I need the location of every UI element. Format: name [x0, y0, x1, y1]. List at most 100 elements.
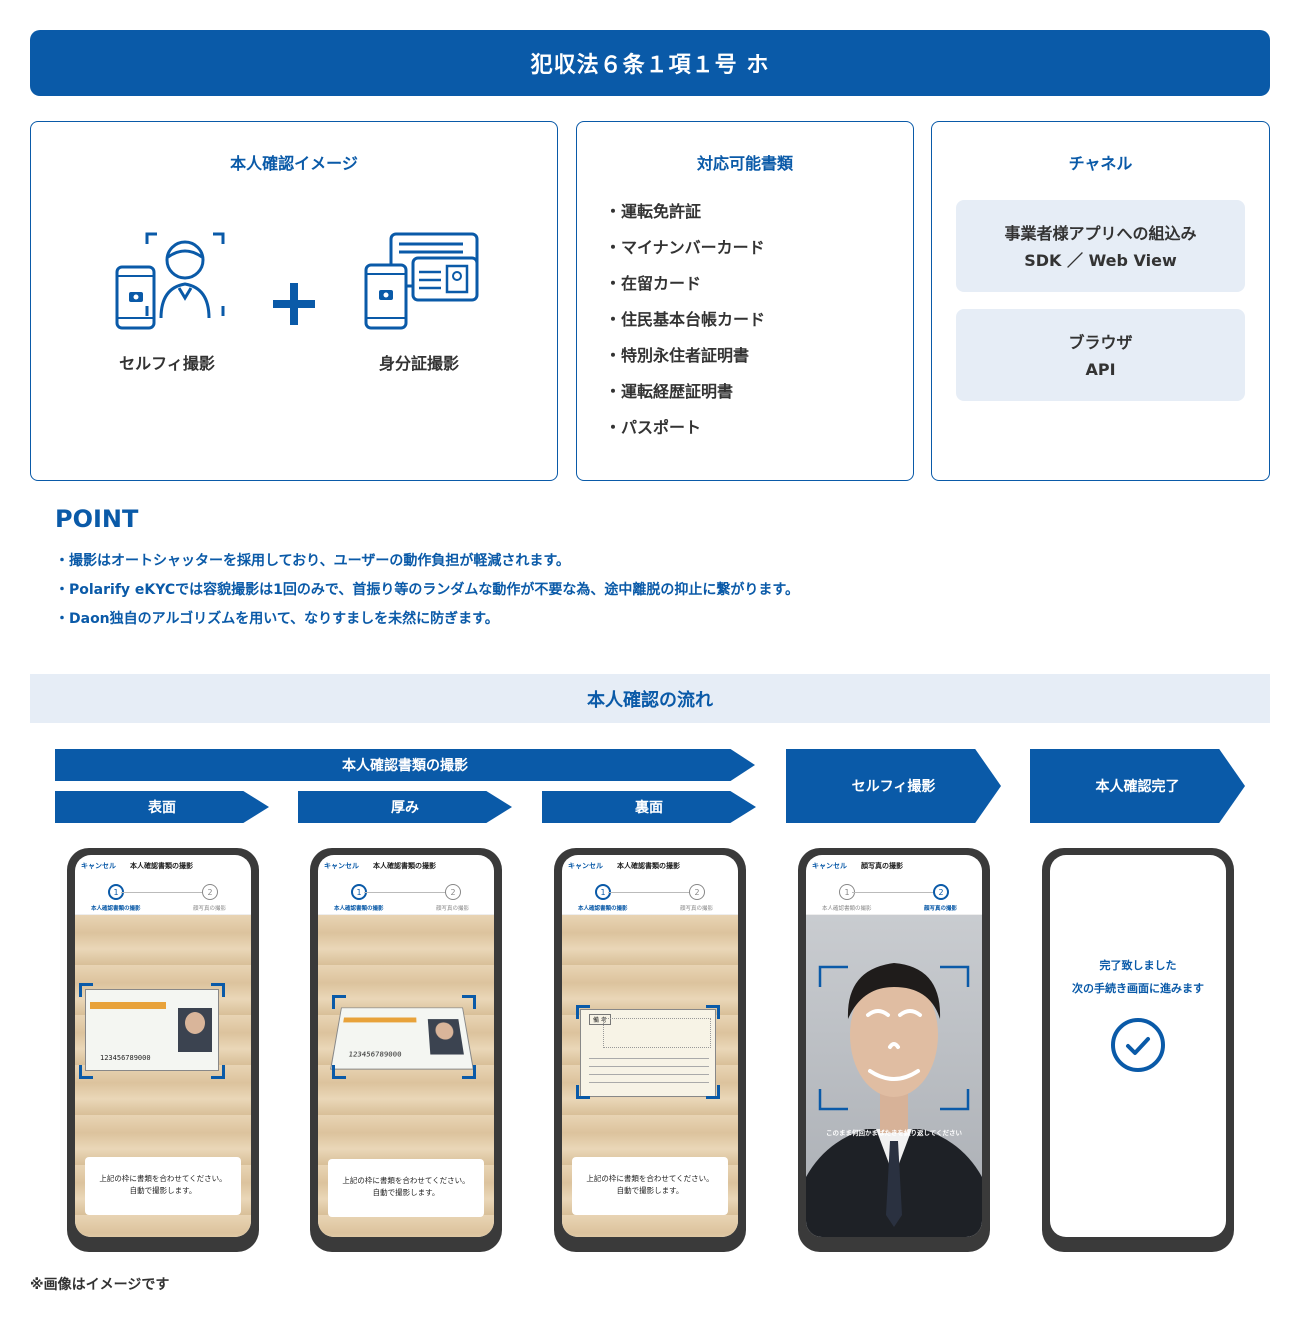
screen-header: キャンセル 本人確認書類の撮影	[75, 855, 251, 877]
browser-channel-line1: ブラウザ	[1068, 333, 1133, 352]
step-indicator: 1 2 本人確認書類の撮影 顔写真の撮影	[562, 877, 738, 915]
blink-instruction: このまま何回かまばたきを繰り返してください	[825, 1129, 963, 1137]
step-1-label: 本人確認書類の撮影	[91, 906, 141, 912]
flow-step-label: 厚み	[391, 800, 419, 816]
license-card-tilted: 123456789000	[330, 1007, 474, 1070]
step-2-label: 顔写真の撮影	[436, 906, 470, 912]
list-item: ・運転免許証	[605, 202, 702, 221]
point-title: POINT	[55, 505, 139, 533]
frame-corner	[706, 1005, 720, 1019]
flow-step-complete: 本人確認完了	[1030, 749, 1245, 823]
app-channel-line1: 事業者様アプリへの組込み	[1004, 224, 1197, 243]
phone-screen: 完了致しました 次の手続き画面に進みます	[1050, 855, 1226, 1237]
cancel-link[interactable]: キャンセル	[812, 862, 847, 870]
step-2-label: 顔写真の撮影	[193, 906, 227, 912]
step-indicator: 1 2 本人確認書類の撮影 顔写真の撮影	[318, 877, 494, 915]
screen-title: 本人確認書類の撮影	[373, 862, 436, 870]
step-2-label: 顔写真の撮影	[680, 906, 714, 912]
screen-title: 顔写真の撮影	[861, 862, 903, 870]
flow-step-label: 表面	[148, 800, 176, 816]
guide-line1: 上記の枠に書類を合わせてください。	[342, 1176, 470, 1185]
license-card: 123456789000	[85, 989, 219, 1071]
flow-step-doc-capture: 本人確認書類の撮影	[55, 749, 755, 781]
panel-title: 対応可能書類	[696, 154, 793, 173]
frame-corner	[706, 1085, 720, 1099]
section-header: 犯収法６条１項１号 ホ	[30, 30, 1270, 96]
frame-corner	[332, 995, 346, 1009]
phone-back: キャンセル 本人確認書類の撮影 1 2 本人確認書類の撮影 顔写真の撮影 備 考	[554, 848, 746, 1252]
step-1-label: 本人確認書類の撮影	[578, 906, 628, 912]
phone-selfie: キャンセル 顔写真の撮影 1 2 本人確認書類の撮影 顔写真の撮影	[798, 848, 990, 1252]
flow-header: 本人確認の流れ	[30, 674, 1270, 723]
screen-header: キャンセル 顔写真の撮影	[806, 855, 982, 877]
panel-title: 本人確認イメージ	[230, 154, 358, 173]
flow-step-label: セルフィ撮影	[851, 779, 936, 795]
phone-complete: 完了致しました 次の手続き画面に進みます	[1042, 848, 1234, 1252]
phone-screen: キャンセル 本人確認書類の撮影 1 2 本人確認書類の撮影 顔写真の撮影 備 考	[562, 855, 738, 1237]
flow-title: 本人確認の流れ	[587, 689, 713, 711]
done-line1: 完了致しました	[1099, 959, 1177, 972]
flow-step-thickness: 厚み	[298, 791, 512, 823]
guide-line1: 上記の枠に書類を合わせてください。	[586, 1174, 714, 1183]
phone-screen: キャンセル 顔写真の撮影 1 2 本人確認書類の撮影 顔写真の撮影	[806, 855, 982, 1237]
frame-corner	[211, 1065, 225, 1079]
step-connector	[608, 892, 692, 893]
documents-panel: 対応可能書類 ・運転免許証 ・マイナンバーカード ・在留カード ・住民基本台帳カ…	[576, 121, 914, 481]
camera-view: このまま何回かまばたきを繰り返してください	[806, 915, 982, 1237]
screen-header: キャンセル 本人確認書類の撮影	[562, 855, 738, 877]
license-number: 123456789000	[347, 1050, 402, 1059]
app-channel-line2: SDK ／ Web View	[1024, 251, 1177, 270]
identity-image-panel: 本人確認イメージ セルフィ撮影 身分証撮影	[30, 121, 558, 481]
channel-panel: チャネル 事業者様アプリへの組込み SDK ／ Web View ブラウザ AP…	[931, 121, 1270, 481]
step-indicator: 1 2 本人確認書類の撮影 顔写真の撮影	[75, 877, 251, 915]
step-indicator: 1 2 本人確認書類の撮影 顔写真の撮影	[806, 877, 982, 915]
list-item: ・特別永住者証明書	[605, 346, 750, 365]
list-item: ・運転経歴証明書	[605, 382, 734, 401]
frame-corner	[332, 1065, 346, 1079]
camera-view: 備 考 上記の枠に書類を合わせてください。 自動で撮影します。	[562, 915, 738, 1237]
frame-corner	[462, 1065, 476, 1079]
flow-step-label: 裏面	[635, 800, 663, 816]
done-line2: 次の手続き画面に進みます	[1072, 982, 1204, 995]
guide-line2: 自動で撮影します。	[616, 1186, 684, 1195]
guide-line2: 自動で撮影します。	[129, 1186, 197, 1195]
license-back-card: 備 考	[580, 1009, 716, 1097]
step-2-indicator: 2	[202, 884, 218, 900]
step-connector	[364, 892, 448, 893]
frame-corner	[462, 995, 476, 1009]
guide-line1: 上記の枠に書類を合わせてください。	[99, 1174, 227, 1183]
point-item: ・Polarify eKYCでは容貌撮影は1回のみで、首振り等のランダムな動作が…	[55, 582, 799, 598]
screen-title: 本人確認書類の撮影	[130, 862, 193, 870]
step-1-label: 本人確認書類の撮影	[822, 906, 872, 912]
flow-step-selfie: セルフィ撮影	[786, 749, 1001, 823]
flow-step-back: 裏面	[542, 791, 756, 823]
screen-title: 本人確認書類の撮影	[617, 862, 680, 870]
selfie-person-photo	[806, 963, 982, 1237]
app-channel-box: 事業者様アプリへの組込み SDK ／ Web View	[956, 200, 1245, 292]
point-list: ・撮影はオートシャッターを採用しており、ユーザーの動作負担が軽減されます。 ・P…	[55, 549, 799, 636]
frame-corner	[79, 1065, 93, 1079]
selfie-phone-icon	[115, 232, 225, 330]
flow-step-label: 本人確認書類の撮影	[342, 758, 468, 774]
selfie-label: セルフィ撮影	[119, 354, 215, 373]
step-2-indicator: 2	[933, 884, 949, 900]
frame-corner	[576, 1085, 590, 1099]
check-circle-icon	[1111, 1018, 1165, 1072]
phone-screen: キャンセル 本人確認書類の撮影 1 2 本人確認書類の撮影 顔写真の撮影 123…	[75, 855, 251, 1237]
list-item: ・パスポート	[605, 418, 702, 437]
step-2-indicator: 2	[445, 884, 461, 900]
cancel-link[interactable]: キャンセル	[324, 862, 359, 870]
document-list: ・運転免許証 ・マイナンバーカード ・在留カード ・住民基本台帳カード ・特別永…	[605, 200, 913, 452]
point-item: ・撮影はオートシャッターを採用しており、ユーザーの動作負担が軽減されます。	[55, 553, 570, 569]
list-item: ・マイナンバーカード	[605, 238, 765, 257]
cancel-link[interactable]: キャンセル	[81, 862, 116, 870]
flow-step-label: 本人確認完了	[1095, 779, 1180, 795]
flow-step-front: 表面	[55, 791, 269, 823]
step-1-label: 本人確認書類の撮影	[334, 906, 384, 912]
cancel-link[interactable]: キャンセル	[568, 862, 603, 870]
id-photo-label: 身分証撮影	[378, 354, 459, 373]
list-item: ・住民基本台帳カード	[605, 310, 766, 329]
step-2-indicator: 2	[689, 884, 705, 900]
camera-view: 123456789000 上記の枠に書類を合わせてください。 自動で撮影します。	[318, 915, 494, 1237]
step-connector	[121, 892, 205, 893]
